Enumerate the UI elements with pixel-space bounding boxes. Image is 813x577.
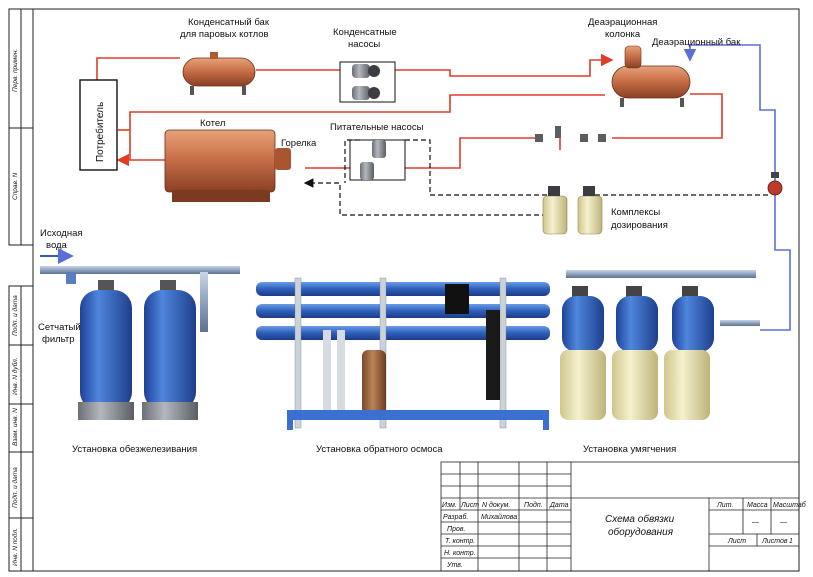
boiler-label: Котел bbox=[200, 118, 225, 129]
col-header-sign: Подп. bbox=[524, 501, 543, 509]
title-block-text: Изм. Лист N докум. Подп. Дата Разраб. Ми… bbox=[442, 501, 807, 569]
col-header-change: Изм. bbox=[442, 502, 457, 509]
deaerator: Деаэрационная колонка Деаэрационный бак bbox=[588, 17, 741, 107]
dosing-label-1: Комплексы bbox=[611, 207, 660, 218]
dosing-label-2: дозирования bbox=[611, 220, 668, 231]
softening-label: Установка умягчения bbox=[583, 444, 676, 455]
row-developer: Разраб. bbox=[443, 513, 468, 521]
feed-pumps-label: Питательные насосы bbox=[330, 122, 424, 133]
reverse-osmosis-label: Установка обратного осмоса bbox=[316, 444, 443, 455]
stamp-label-7: Инв. N подл. bbox=[11, 528, 19, 566]
condensate-pumps: Конденсатные насосы bbox=[333, 27, 397, 103]
condensate-pumps-label-1: Конденсатные bbox=[333, 27, 397, 38]
source-water: Исходная вода Сетчатый фильтр bbox=[38, 228, 240, 345]
drawing-frame bbox=[8, 8, 800, 572]
sheets-label: Листов bbox=[761, 538, 788, 545]
condensate-pumps-label-2: насосы bbox=[348, 39, 380, 50]
consumer-box: Потребитель bbox=[79, 79, 118, 171]
deaerator-column-label-2: колонка bbox=[605, 29, 641, 40]
condensate-tank: Конденсатный бак для паровых котлов bbox=[180, 17, 270, 95]
row-norm-control: Н. контр. bbox=[444, 550, 476, 557]
mesh-filter-label-2: фильтр bbox=[42, 334, 75, 345]
sheet-label: Лист bbox=[727, 538, 746, 545]
stamp-label-5: Взам. инв. N bbox=[12, 408, 19, 446]
iron-removal-label: Установка обезжелезивания bbox=[72, 444, 197, 455]
col-header-sheet: Лист bbox=[460, 502, 479, 509]
title-block bbox=[440, 461, 800, 572]
source-water-label-1: Исходная bbox=[40, 228, 83, 239]
scale-value: — bbox=[779, 519, 788, 526]
stamp-label-2: Справ. N bbox=[12, 172, 19, 200]
col-header-doc: N докум. bbox=[482, 501, 510, 509]
feed-pumps: Питательные насосы bbox=[330, 122, 424, 181]
source-water-label-2: вода bbox=[46, 240, 68, 251]
scale-header: Масштаб bbox=[773, 501, 807, 509]
stamp-label-1: Перв. примен. bbox=[12, 49, 19, 92]
mass-header: Масса bbox=[747, 502, 768, 509]
mesh-filter-label-1: Сетчатый bbox=[38, 322, 81, 333]
stamp-label-4: Инв. N дубл. bbox=[11, 357, 19, 395]
burner-label: Горелка bbox=[281, 138, 317, 149]
iron-removal-unit: Установка обезжелезивания bbox=[72, 272, 208, 455]
sheets-count: 1 bbox=[789, 538, 793, 545]
row-checked: Пров. bbox=[447, 526, 466, 533]
softening-unit: Установка умягчения bbox=[560, 270, 760, 455]
side-stamp: Перв. примен. Справ. N Подп. и дата Инв.… bbox=[11, 49, 19, 566]
steam-lines bbox=[96, 53, 723, 169]
row-tech-control: Т. контр. bbox=[445, 538, 475, 545]
treated-water-line bbox=[683, 44, 791, 331]
mass-value: — bbox=[751, 519, 760, 526]
drawing-title-2: оборудования bbox=[608, 526, 674, 538]
condensate-tank-label-1: Конденсатный бак bbox=[188, 17, 270, 28]
developer-name: Михайлова bbox=[481, 513, 517, 521]
consumer-label: Потребитель bbox=[94, 102, 106, 162]
condensate-tank-label-2: для паровых котлов bbox=[180, 29, 269, 40]
deaerator-column-label-1: Деаэрационная bbox=[588, 17, 657, 28]
lit-header: Лит. bbox=[716, 502, 733, 509]
reverse-osmosis-unit: Установка обратного осмоса bbox=[256, 277, 550, 455]
water-meter bbox=[767, 172, 783, 196]
boiler: Котел Горелка bbox=[164, 118, 317, 202]
dosing-complexes: Комплексы дозирования bbox=[542, 186, 668, 235]
stamp-label-6: Подп. и дата bbox=[11, 467, 19, 508]
deaerator-tank-label: Деаэрационный бак bbox=[652, 37, 741, 48]
drawing-title-1: Схема обвязки bbox=[605, 513, 675, 525]
valve-manifold bbox=[535, 126, 606, 142]
row-approved: Утв. bbox=[446, 562, 463, 569]
col-header-date: Дата bbox=[549, 502, 569, 509]
stamp-label-3: Подп. и дата bbox=[11, 295, 19, 336]
